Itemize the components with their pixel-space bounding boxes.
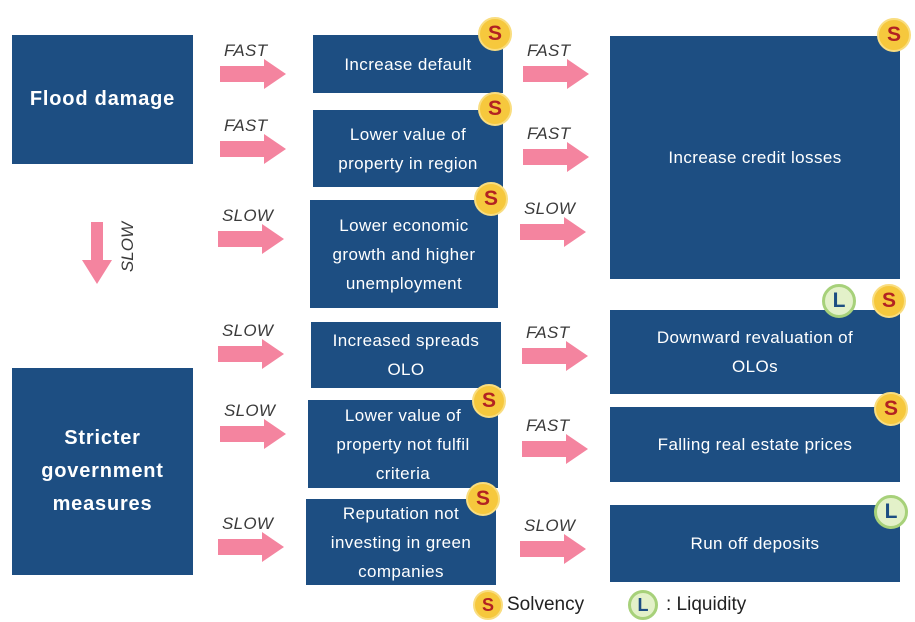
arrow-out-2-label: SLOW xyxy=(524,199,576,218)
mb2-line-1: Lower economic xyxy=(339,215,469,235)
solvency-badge-icon: S xyxy=(874,392,908,426)
mb4-line-3: criteria xyxy=(375,463,431,483)
arrow-out-5: SLOW xyxy=(520,516,588,564)
arrow-in-4-label: SLOW xyxy=(224,401,276,420)
arrow-out-0-label: FAST xyxy=(527,41,571,60)
right-arrow-icon xyxy=(523,59,589,89)
right-arrow-icon xyxy=(220,419,286,449)
solvency-badge-icon: S xyxy=(474,182,508,216)
right-arrow-icon xyxy=(523,142,589,172)
middle-box-lower-growth: Lower economic growth and higher unemplo… xyxy=(310,200,498,308)
stricter-line-2: government xyxy=(41,460,164,482)
arrow-in-1-label: FAST xyxy=(224,116,268,135)
arrow-in-5: SLOW xyxy=(218,514,286,562)
solvency-legend-label: Solvency xyxy=(507,594,585,615)
middle-box-lower-value-criteria: Lower value of property not fulfil crite… xyxy=(308,400,498,488)
mb1-line-2: property in region xyxy=(338,153,478,173)
middle-box-increase-default: Increase default xyxy=(313,35,503,93)
right-box-real-estate: Falling real estate prices xyxy=(610,407,900,482)
arrow-in-2-label: SLOW xyxy=(222,206,274,225)
arrow-in-3: SLOW xyxy=(218,321,286,369)
liquidity-legend-icon: L xyxy=(628,590,658,620)
legend-solvency: S Solvency xyxy=(473,588,584,622)
right-arrow-icon xyxy=(520,534,586,564)
stricter-line-1: Stricter xyxy=(64,427,141,449)
stricter-measures-box: Stricter government measures xyxy=(12,368,193,575)
arrow-in-0: FAST xyxy=(220,41,288,89)
right-arrow-icon xyxy=(520,217,586,247)
mb4-line-2: property not fulfil xyxy=(336,434,470,454)
arrow-in-1: FAST xyxy=(220,116,288,164)
rb0-line-1: Increase credit losses xyxy=(668,148,842,167)
rb3-line-1: Run off deposits xyxy=(690,534,820,553)
solvency-badge-icon: S xyxy=(472,384,506,418)
right-arrow-icon xyxy=(522,341,588,371)
mb1-line-1: Lower value of xyxy=(349,124,467,144)
mb3-line-2: OLO xyxy=(387,360,425,379)
solvency-badge-icon: S xyxy=(478,17,512,51)
arrow-out-3-label: FAST xyxy=(526,323,570,342)
vertical-slow-arrow: SLOW xyxy=(82,222,142,288)
arrow-out-4-label: FAST xyxy=(526,416,570,435)
mb5-line-2: investing in green xyxy=(330,532,472,552)
arrow-in-5-label: SLOW xyxy=(222,514,274,533)
middle-box-reputation: Reputation not investing in green compan… xyxy=(306,499,496,585)
mb2-line-2: growth and higher xyxy=(332,244,476,264)
arrow-in-3-label: SLOW xyxy=(222,321,274,340)
mb3-line-1: Increased spreads xyxy=(332,331,480,350)
arrow-out-3: FAST xyxy=(522,323,590,371)
solvency-badge-icon: S xyxy=(478,92,512,126)
right-arrow-icon xyxy=(220,134,286,164)
vertical-arrow-label: SLOW xyxy=(118,222,137,273)
arrow-out-0: FAST xyxy=(523,41,591,89)
right-box-olo-revaluation: Downward revaluation of OLOs xyxy=(610,310,900,394)
arrow-out-1-label: FAST xyxy=(527,124,571,143)
arrow-out-4: FAST xyxy=(522,416,590,464)
liquidity-legend-label: : Liquidity xyxy=(666,594,747,615)
mb4-line-1: Lower value of xyxy=(344,405,462,425)
mb2-line-3: unemployment xyxy=(345,273,463,293)
arrow-in-4: SLOW xyxy=(220,401,288,449)
right-arrow-icon xyxy=(218,224,284,254)
right-arrow-icon xyxy=(522,434,588,464)
liquidity-badge-icon: L xyxy=(822,284,856,318)
right-arrow-icon xyxy=(218,339,284,369)
right-box-run-off-deposits: Run off deposits xyxy=(610,505,900,582)
solvency-badge-icon: S xyxy=(872,284,906,318)
arrow-in-0-label: FAST xyxy=(224,41,268,60)
legend-liquidity: L : Liquidity xyxy=(628,588,746,622)
right-box-credit-losses: Increase credit losses xyxy=(610,36,900,279)
solvency-badge-icon: S xyxy=(466,482,500,516)
liquidity-badge-icon: L xyxy=(874,495,908,529)
rb2-line-1: Falling real estate prices xyxy=(657,435,853,454)
mb0-line-1: Increase default xyxy=(344,54,472,74)
mb5-line-1: Reputation not xyxy=(342,503,460,523)
solvency-badge-icon: S xyxy=(877,18,911,52)
rb1-line-2: OLOs xyxy=(731,357,778,376)
arrow-out-1: FAST xyxy=(523,124,591,172)
middle-box-increased-spreads: Increased spreads OLO xyxy=(311,322,501,388)
right-arrow-icon xyxy=(218,532,284,562)
arrow-out-2: SLOW xyxy=(520,199,588,247)
flood-damage-label: Flood damage xyxy=(29,88,176,110)
mb5-line-3: companies xyxy=(358,561,444,581)
middle-box-lower-value-region: Lower value of property in region xyxy=(313,110,503,187)
flood-damage-box: Flood damage xyxy=(12,35,193,164)
stricter-line-3: measures xyxy=(52,493,153,515)
solvency-legend-icon: S xyxy=(473,590,503,620)
right-arrow-icon xyxy=(220,59,286,89)
rb1-line-1: Downward revaluation of xyxy=(656,328,854,347)
down-arrow-icon xyxy=(82,222,112,284)
arrow-out-5-label: SLOW xyxy=(524,516,576,535)
arrow-in-2: SLOW xyxy=(218,206,286,254)
